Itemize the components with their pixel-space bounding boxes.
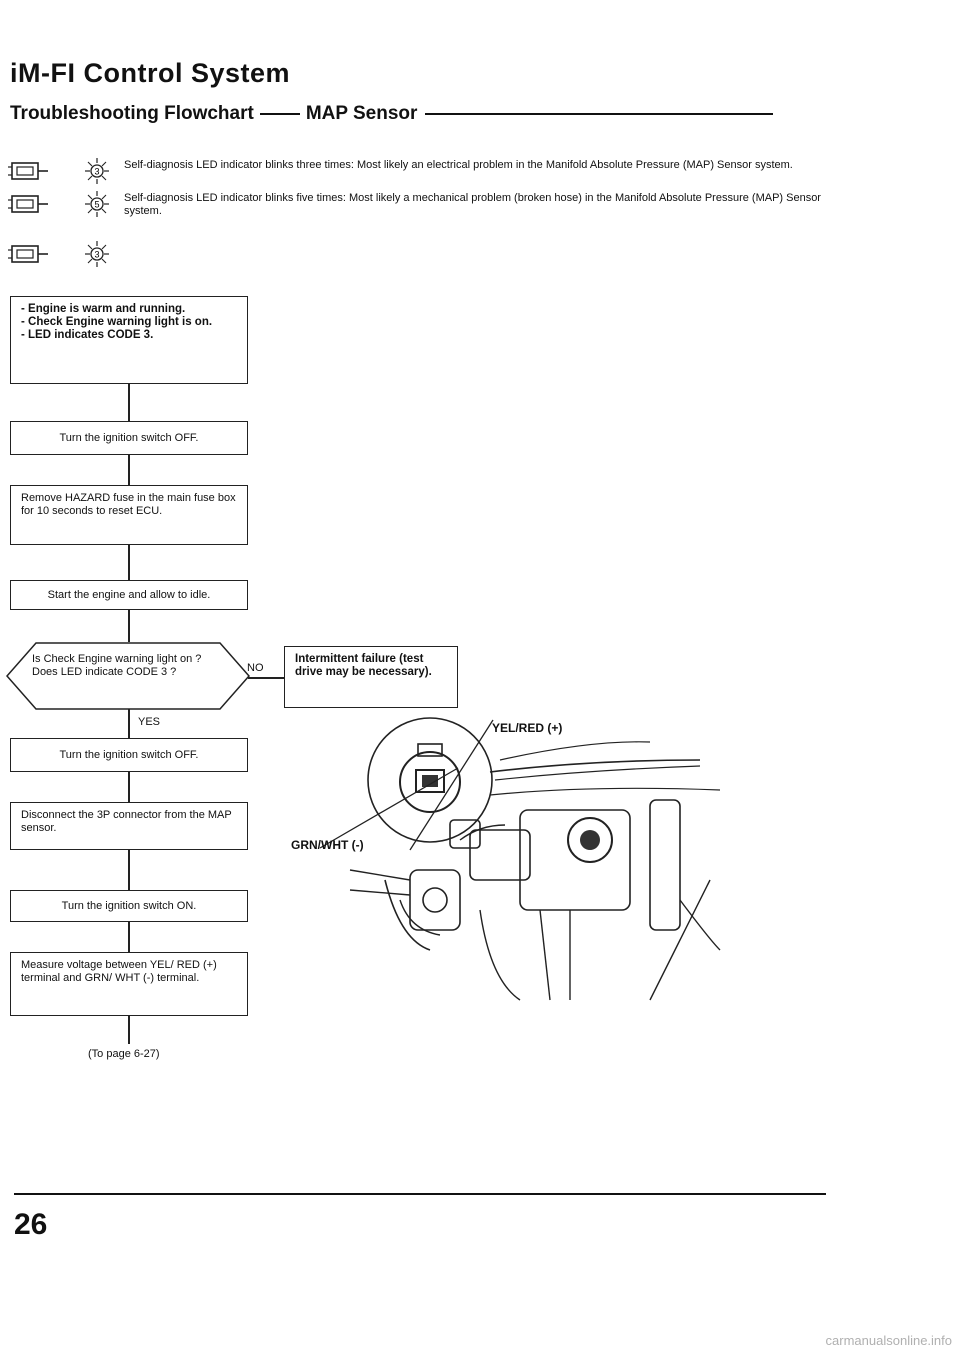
flow-step-remove-fuse: Remove HAZARD fuse in the main fuse box … [10, 485, 248, 545]
connector-line [128, 610, 130, 642]
map-sensor-illustration [319, 717, 721, 1001]
led-blink-icon: 5 [85, 191, 109, 217]
connector-line [128, 455, 130, 485]
flow-step-ignition-off-2: Turn the ignition switch OFF. [10, 738, 248, 772]
subtitle-text: Troubleshooting Flowchart [10, 103, 254, 124]
connector-line [128, 850, 130, 890]
code-row-5: 5 Self-diagnosis LED indicator blinks fi… [6, 190, 834, 218]
check-engine-icon [8, 245, 48, 263]
flow-decision-shape [6, 642, 250, 710]
flow-step-start-engine: Start the engine and allow to idle. [10, 580, 248, 610]
connector-line [128, 922, 130, 952]
subtitle-topic: MAP Sensor [305, 103, 418, 124]
led-blink-icon: 3 [85, 241, 109, 267]
flow-result-intermittent: Intermittent failure (test drive may be … [284, 646, 458, 708]
check-engine-icon [8, 162, 48, 180]
connector-line [128, 1016, 130, 1044]
continue-page-note: (To page 6-27) [88, 1048, 160, 1060]
code-3-description: Self-diagnosis LED indicator blinks thre… [124, 159, 793, 171]
led-code-5: 5 [94, 200, 99, 210]
label-yel-red: YEL/RED (+) [492, 721, 563, 735]
connector-line [128, 708, 130, 738]
page-title: iM-FI Control System [10, 58, 291, 88]
subtitle-dash [259, 113, 300, 115]
flow-decision-text: Is Check Engine warning light on ? Does … [32, 653, 202, 678]
decision-yes-label: YES [138, 716, 161, 728]
subtitle-rule [425, 113, 774, 115]
led-blink-icon: 3 [85, 158, 109, 184]
decision-no-label: NO [247, 662, 264, 674]
flow-start-box: - Engine is warm and running. - Check En… [10, 296, 248, 384]
flow-step-measure-voltage: Measure voltage between YEL/ RED (+) ter… [10, 952, 248, 1016]
connector-line-no [248, 677, 284, 679]
flow-step-disconnect: Disconnect the 3P connector from the MAP… [10, 802, 248, 850]
code-row-3: 3 Self-diagnosis LED indicator blinks th… [6, 157, 834, 185]
connector-line [128, 383, 130, 421]
page-number: 26 [14, 1208, 48, 1241]
section-subtitle: Troubleshooting Flowchart MAP Sensor [10, 103, 774, 125]
watermark: carmanualsonline.info [825, 1333, 952, 1348]
flow-step-ignition-off: Turn the ignition switch OFF. [10, 421, 248, 455]
check-engine-icon [8, 195, 48, 213]
connector-line [128, 772, 130, 802]
label-grn-wht: GRN/WHT (-) [291, 838, 364, 852]
code-5-description: Self-diagnosis LED indicator blinks five… [124, 192, 821, 217]
led-code-3-flow: 3 [94, 250, 99, 260]
footer-rule [14, 1193, 826, 1195]
code-row-3-flow: 3 [6, 240, 110, 268]
led-code-3: 3 [94, 167, 99, 177]
connector-line [128, 545, 130, 580]
flow-step-ignition-on: Turn the ignition switch ON. [10, 890, 248, 922]
